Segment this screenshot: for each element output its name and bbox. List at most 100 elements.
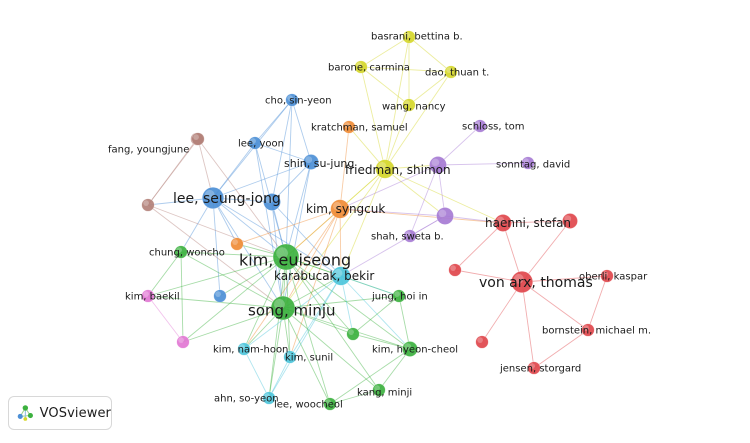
link-purple1-shah <box>409 164 439 237</box>
node-shah[interactable] <box>403 229 417 243</box>
node-highlight-brown2 <box>143 200 149 206</box>
node-orange2[interactable] <box>230 237 244 251</box>
node-jung[interactable] <box>392 289 406 303</box>
node-highlight-friedman <box>377 161 387 171</box>
node-jensen[interactable] <box>527 361 541 375</box>
node-schloss[interactable] <box>473 119 487 133</box>
link-karabucak-jung <box>340 275 400 297</box>
label-fang: fang, youngjune <box>108 145 189 156</box>
link-fang-brown2 <box>147 138 198 206</box>
node-pink2[interactable] <box>176 335 190 349</box>
link-sonntag-purple1 <box>437 162 529 166</box>
link-kimsunil-ahn <box>268 356 291 399</box>
label-jensen: jensen, storgard <box>499 364 581 375</box>
node-highlight-kangminji <box>374 385 380 391</box>
node-kangminji[interactable] <box>372 383 386 397</box>
node-haenni[interactable] <box>494 214 512 232</box>
node-bornstein[interactable] <box>581 323 595 337</box>
node-chung[interactable] <box>174 245 188 259</box>
label-shah: shah, sweta b. <box>371 232 444 243</box>
node-ahn[interactable] <box>262 391 276 405</box>
label-leewoo: lee, woocheol <box>274 400 343 411</box>
node-highlight-cho <box>287 95 293 101</box>
link-kangminji-leewoo <box>329 389 380 405</box>
node-purple2[interactable] <box>436 207 454 225</box>
link-dao-friedman <box>384 71 452 170</box>
node-kimbaekil[interactable] <box>141 289 155 303</box>
link-purple2-karabucak <box>340 215 446 277</box>
node-red2[interactable] <box>562 213 578 229</box>
node-basrani[interactable] <box>402 30 416 44</box>
link-vonarx-red3 <box>454 269 523 283</box>
label-shin: shin, su-jung <box>284 157 354 170</box>
node-blue2[interactable] <box>263 193 281 211</box>
link-leeseung-karabucak <box>212 197 342 277</box>
node-cho[interactable] <box>285 93 299 107</box>
node-kimhyeon[interactable] <box>402 341 418 357</box>
link-barone-friedman <box>360 66 386 170</box>
node-highlight-leeseung <box>204 189 215 200</box>
link-layer <box>147 36 608 405</box>
link-leeseung-kimeui <box>212 197 287 258</box>
node-vonarx[interactable] <box>510 270 534 294</box>
node-leeyoon[interactable] <box>248 136 262 150</box>
node-song[interactable] <box>270 295 296 321</box>
link-bornstein-jensen <box>533 329 589 369</box>
link-brown2-kimeui <box>147 204 287 258</box>
node-highlight-purple2 <box>438 209 447 218</box>
link-kimsyng-orange2 <box>236 208 341 245</box>
node-brown1[interactable] <box>191 132 205 146</box>
node-blue3[interactable] <box>213 289 227 303</box>
link-red2-vonarx <box>521 220 571 283</box>
node-kimsunil[interactable] <box>283 350 297 364</box>
node-barone[interactable] <box>354 60 368 74</box>
node-highlight-jensen <box>529 363 535 369</box>
node-highlight-ahn <box>264 393 270 399</box>
link-purple2-haenni <box>444 215 504 224</box>
node-oberli[interactable] <box>600 269 614 283</box>
link-chung-pink2 <box>180 251 184 343</box>
node-kimsyng[interactable] <box>330 199 350 219</box>
node-highlight-leeyoon <box>250 138 256 144</box>
node-kimeui[interactable] <box>272 243 300 271</box>
node-kratchman[interactable] <box>342 120 356 134</box>
link-vonarx-red4 <box>481 281 523 343</box>
link-karabucak-ahn <box>268 275 342 399</box>
link-kimsyng-haenni <box>339 208 504 224</box>
label-haenni: haenni, stefan <box>485 216 571 230</box>
node-brown2[interactable] <box>141 198 155 212</box>
node-sonntag[interactable] <box>521 156 535 170</box>
node-karabucak[interactable] <box>331 266 351 286</box>
node-highlight-kimbaekil <box>143 291 149 297</box>
link-kimnam-ahn <box>243 348 270 399</box>
label-wang: wang, nancy <box>382 102 446 113</box>
node-red3[interactable] <box>448 263 462 277</box>
node-highlight-blue3 <box>215 291 221 297</box>
link-friedman-song <box>282 168 386 309</box>
node-highlight-kratchman <box>344 122 350 128</box>
node-red4[interactable] <box>475 335 489 349</box>
link-leeseung-song <box>212 197 284 309</box>
link-kimsyng-karabucak <box>339 208 342 277</box>
node-green2[interactable] <box>346 327 360 341</box>
node-friedman[interactable] <box>375 159 395 179</box>
link-kimeui-kimbaekil <box>147 256 287 297</box>
label-oberli: oberli, kaspar <box>579 272 648 283</box>
node-leewoo[interactable] <box>323 397 337 411</box>
link-purple2-kimsyng <box>339 208 446 217</box>
link-karabucak-kimsunil <box>289 275 342 358</box>
node-shin[interactable] <box>303 154 319 170</box>
link-leeyoon-leeseung <box>212 142 256 199</box>
node-kimnam[interactable] <box>237 342 251 356</box>
node-dao[interactable] <box>444 65 458 79</box>
link-oberli-bornstein <box>587 275 608 331</box>
node-leeseung[interactable] <box>201 186 225 210</box>
link-friedman-purple2 <box>384 168 446 217</box>
node-highlight-song <box>274 299 285 310</box>
node-purple1[interactable] <box>429 156 447 174</box>
node-highlight-red4 <box>477 337 483 343</box>
node-wang[interactable] <box>402 98 416 112</box>
link-song-ahn <box>268 307 284 399</box>
link-kimeui-ahn <box>268 256 287 399</box>
